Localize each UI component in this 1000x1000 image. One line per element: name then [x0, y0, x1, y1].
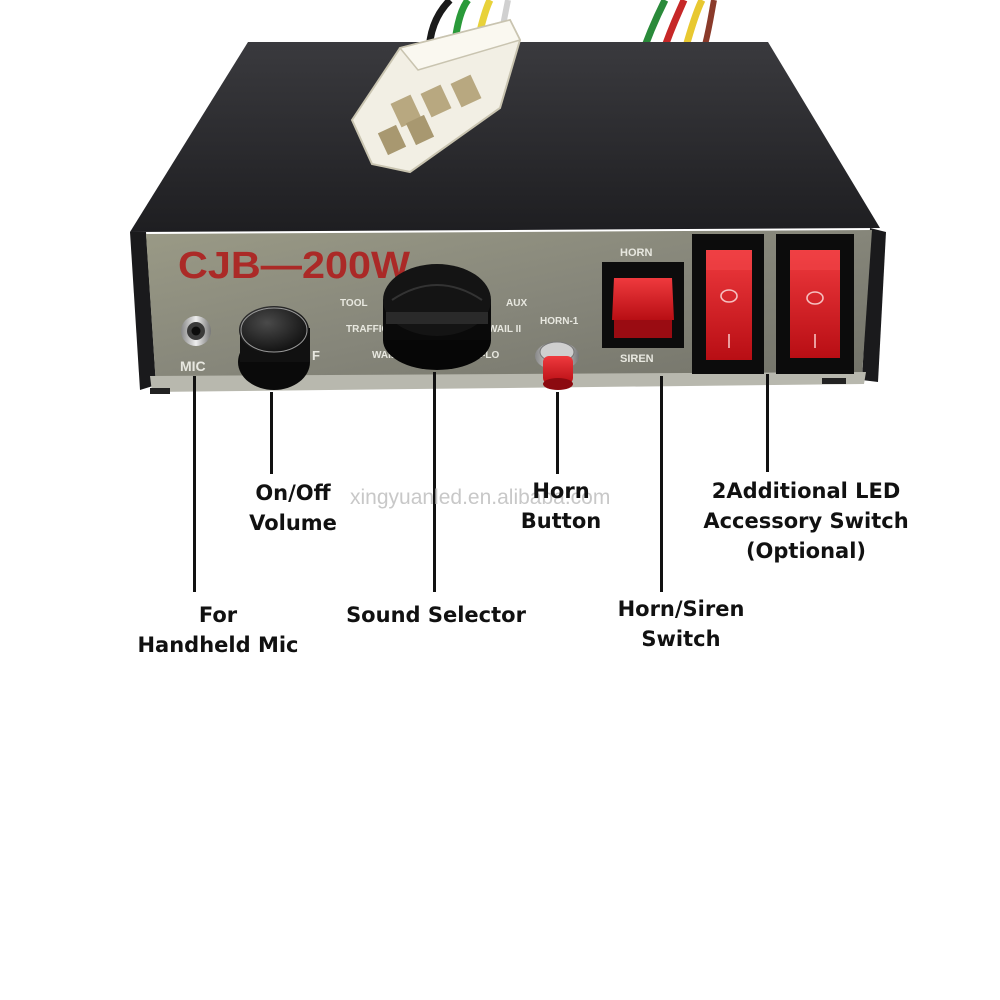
led-accessory-switch-1[interactable]: [692, 234, 764, 374]
foot-left: [150, 388, 170, 394]
label-handheld-mic: For Handheld Mic: [108, 600, 328, 660]
label-handheld-mic-line-2: Handheld Mic: [137, 633, 299, 657]
leader-line-horn-siren: [660, 376, 663, 592]
label-led-accessory-switch-line-1: 2Additional LED: [711, 479, 901, 503]
label-horn-siren-switch-line-1: Horn/Siren: [617, 597, 745, 621]
label-horn-siren-switch-line-2: Switch: [641, 627, 721, 651]
case-top: [130, 42, 880, 232]
selector-label-wail2: WAIL II: [488, 324, 521, 335]
selector-label-hilo: HI-LO: [472, 350, 499, 361]
leader-line-led: [766, 374, 769, 472]
faceplate: [146, 230, 872, 386]
volume-scale-mark: F: [312, 348, 320, 363]
label-led-accessory-switch: 2Additional LED Accessory Switch (Option…: [688, 476, 924, 566]
led-accessory-switch-2[interactable]: [776, 234, 854, 374]
rocker-label-siren: SIREN: [620, 353, 654, 365]
leader-line-selector: [433, 372, 436, 592]
volume-knob[interactable]: [238, 306, 310, 390]
leader-line-volume: [270, 392, 273, 474]
leader-line-mic: [193, 376, 196, 592]
label-led-accessory-switch-line-2: Accessory Switch: [703, 509, 909, 533]
rocker-label-horn: HORN: [620, 247, 652, 259]
label-on-off-volume-line-1: On/Off: [255, 481, 331, 505]
selector-label-traffic: TRAFFIC: [346, 324, 389, 335]
selector-label-wail: WAIL: [372, 350, 397, 361]
horn-button[interactable]: [535, 341, 579, 390]
label-led-accessory-switch-line-3: (Optional): [745, 539, 867, 563]
leader-line-horn-button: [556, 392, 559, 474]
case-left-side: [130, 232, 156, 390]
horn-siren-rocker-switch[interactable]: [602, 262, 684, 348]
model-label: CJB—200W: [178, 245, 410, 287]
watermark: xingyuanled.en.alibaba.com: [350, 486, 611, 509]
horn-button-label: HORN-1: [540, 316, 579, 327]
label-horn-siren-switch: Horn/Siren Switch: [598, 594, 764, 654]
label-on-off-volume-line-2: Volume: [249, 511, 337, 535]
label-horn-button-line-2: Button: [520, 509, 602, 533]
label-sound-selector-line-1: Sound Selector: [346, 603, 526, 627]
label-horn-button-line-1: Horn: [532, 479, 590, 503]
label-sound-selector: Sound Selector: [326, 600, 546, 630]
selector-label-aux: AUX: [506, 298, 527, 309]
label-on-off-volume: On/Off Volume: [226, 478, 360, 538]
label-horn-button: Horn Button: [500, 476, 622, 536]
faceplate-bottom-lip: [150, 372, 866, 392]
mic-label: MIC: [180, 358, 206, 374]
wiring-connector: [350, 18, 522, 174]
foot-right: [822, 378, 846, 384]
mic-jack[interactable]: [181, 316, 211, 346]
label-handheld-mic-line-1: For: [198, 603, 238, 627]
selector-label-tool: TOOL: [340, 298, 368, 309]
sound-selector-knob[interactable]: [383, 264, 491, 370]
